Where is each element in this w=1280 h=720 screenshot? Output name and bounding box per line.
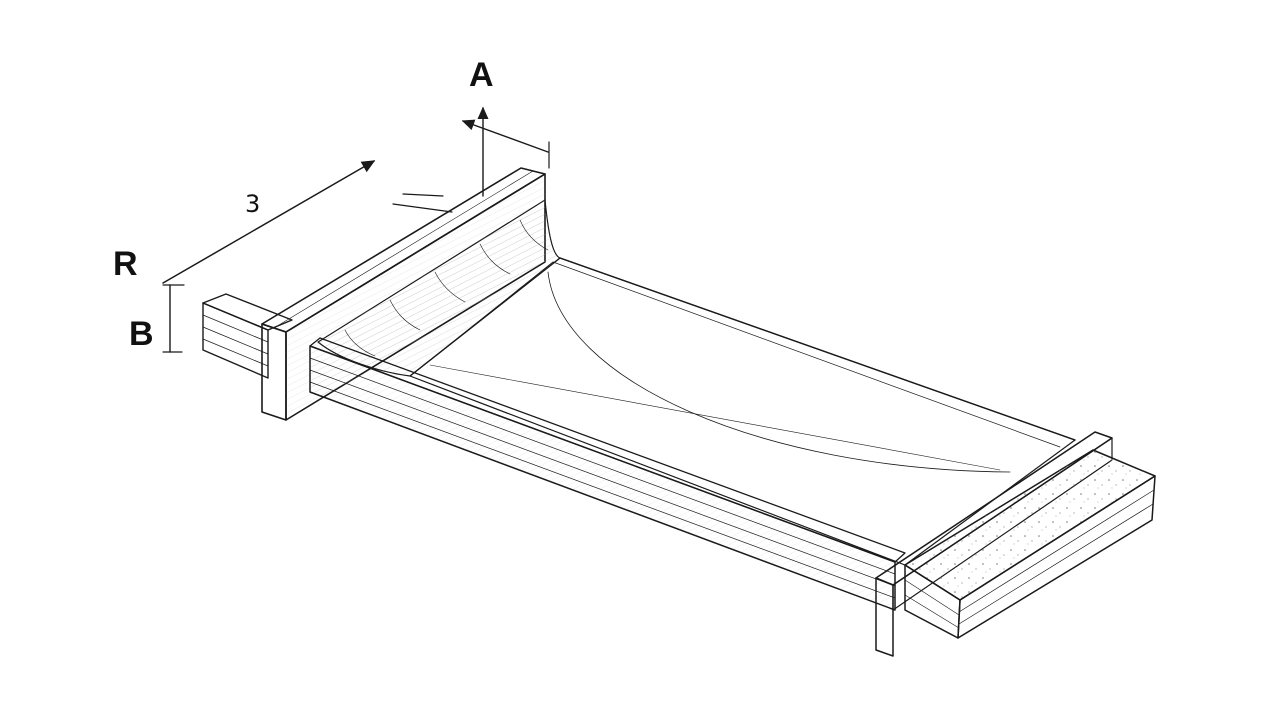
curved-ramp-surface xyxy=(317,199,561,377)
near-side-rail xyxy=(309,337,906,611)
dimension-top-length xyxy=(162,160,376,284)
left-rod xyxy=(392,203,453,213)
label-a: A xyxy=(469,56,494,94)
label-r: R xyxy=(113,245,138,283)
label-dimension-top: 3 xyxy=(245,190,260,218)
left-beam-stub xyxy=(202,293,293,379)
right-end-block xyxy=(904,449,1156,639)
dimension-b xyxy=(162,284,185,353)
arc-guide-line xyxy=(547,271,1011,473)
label-b: B xyxy=(129,315,154,353)
right-end-assembly xyxy=(875,431,1156,657)
dimension-a xyxy=(461,106,550,197)
trough-bed xyxy=(309,257,1076,611)
